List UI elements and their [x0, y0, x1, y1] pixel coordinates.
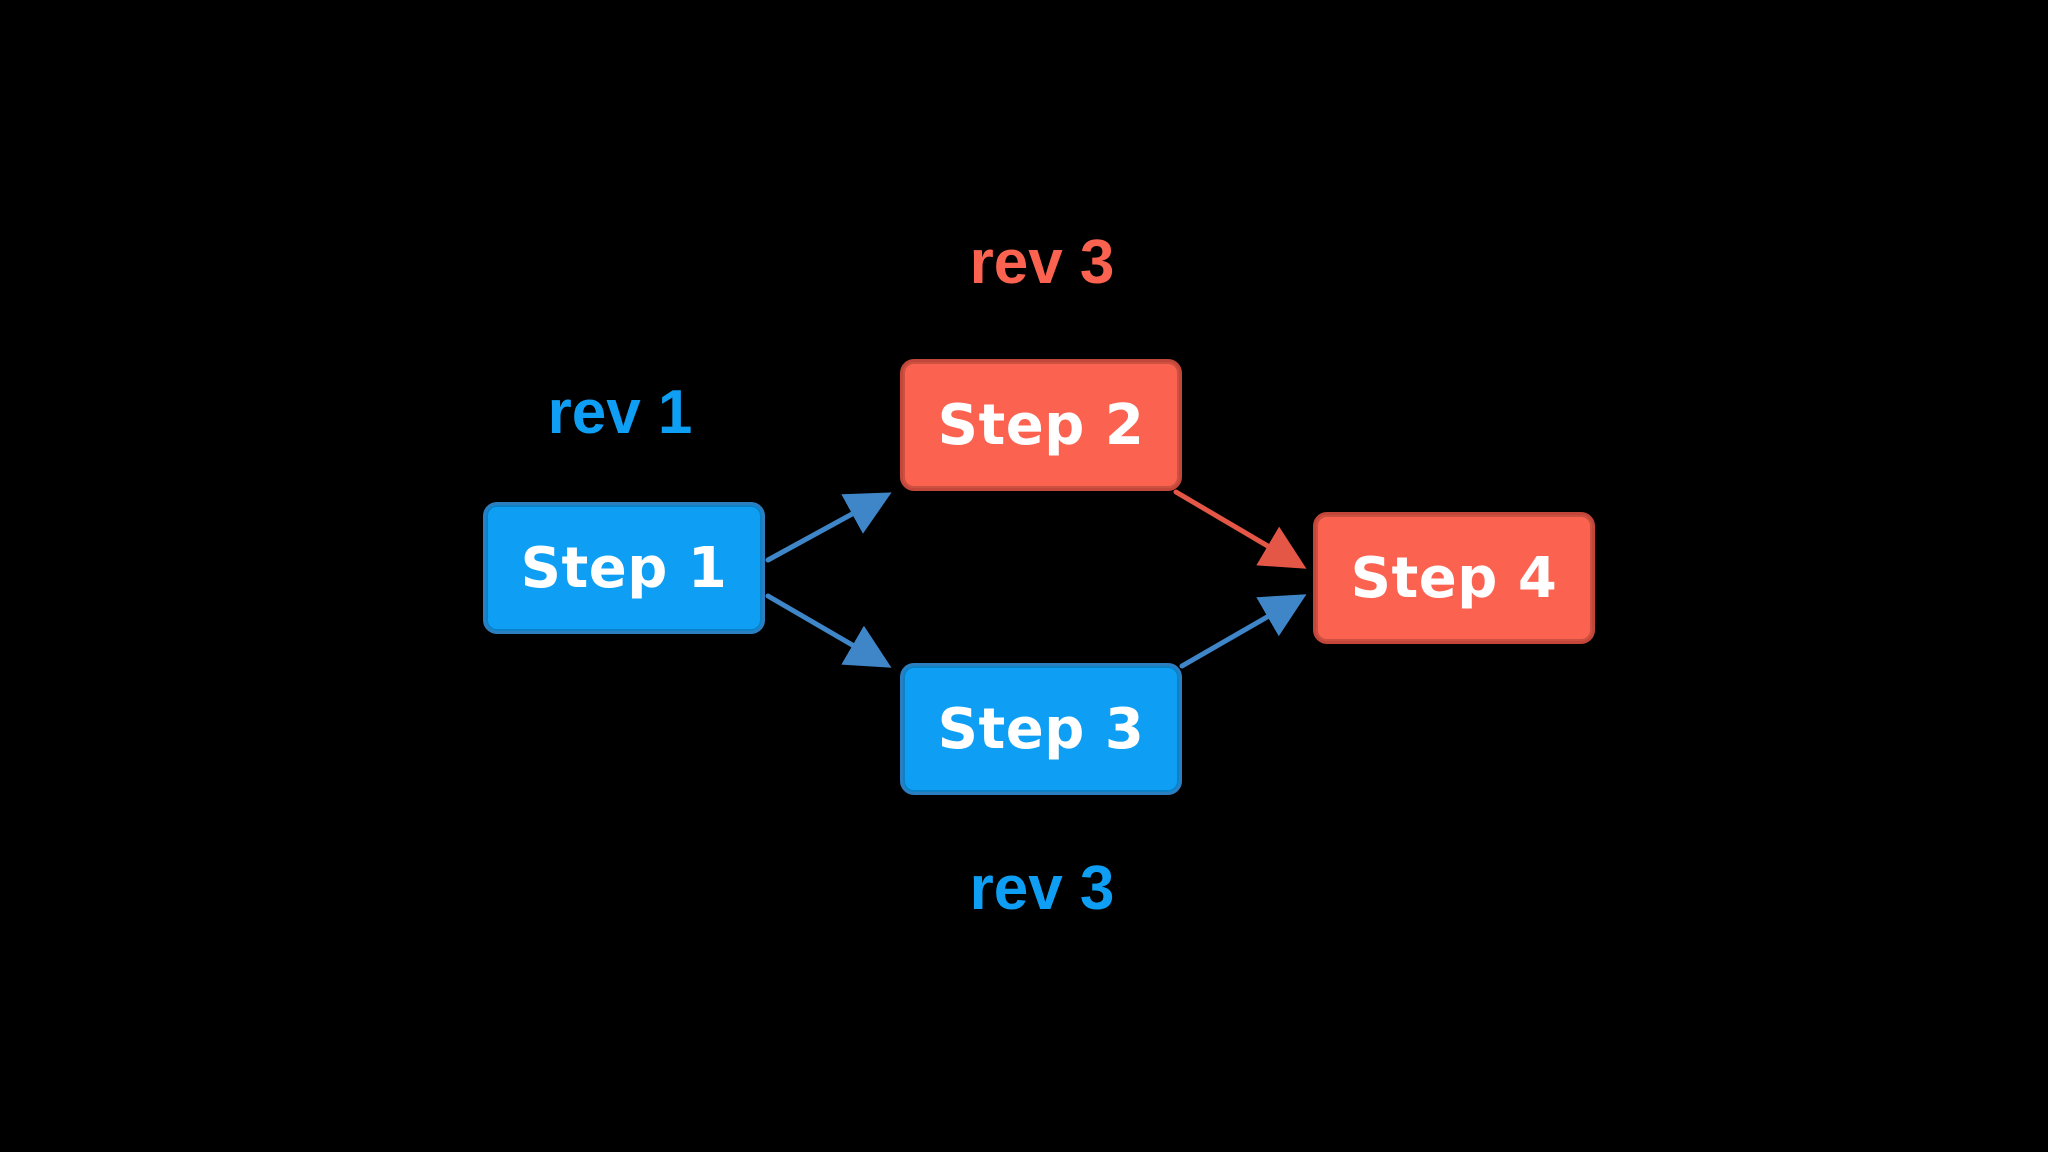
edge-step2-to-step4 — [1173, 489, 1307, 569]
edge-step1-to-step3 — [765, 593, 892, 668]
rev-label-step1: rev 1 — [547, 378, 693, 447]
node-step-1: Step 1 — [483, 502, 765, 634]
edge-step3-to-step4 — [1179, 594, 1307, 669]
rev-label-step3: rev 3 — [969, 854, 1115, 923]
rev-label-step2: rev 3 — [969, 228, 1115, 297]
edge-step1-to-step2 — [765, 492, 892, 563]
node-step-3: Step 3 — [900, 663, 1182, 795]
node-step-4: Step 4 — [1313, 512, 1595, 644]
node-step-2: Step 2 — [900, 359, 1182, 491]
